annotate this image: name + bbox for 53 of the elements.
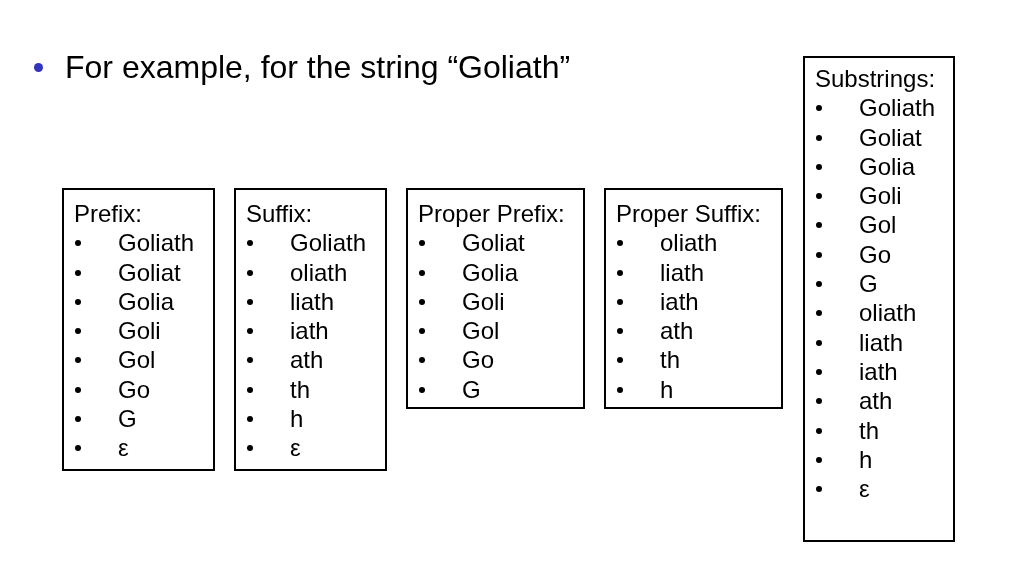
list-item: iath <box>616 286 777 317</box>
list-item: h <box>246 404 381 434</box>
list-item: oliath <box>815 298 949 328</box>
list-item: ath <box>246 345 381 375</box>
list-item: Gol <box>815 210 949 240</box>
list-item: iath <box>246 316 381 346</box>
list-item: Go <box>418 345 579 375</box>
list-item: Go <box>74 374 209 405</box>
list-item: liath <box>246 286 381 317</box>
list-item: liath <box>815 327 949 357</box>
list-box <box>604 188 783 409</box>
list-item: ath <box>815 386 949 416</box>
list-heading: Proper Suffix: <box>616 199 762 229</box>
list-item: Golia <box>74 286 209 317</box>
list-item: liath <box>616 257 777 287</box>
list-item: Goliat <box>815 122 949 152</box>
list-item: oliath <box>616 228 777 258</box>
list-item: ε <box>246 433 381 463</box>
slide-title: For example, for the string “Goliath” <box>30 49 571 85</box>
list-item: ε <box>815 474 949 504</box>
list-item: th <box>616 345 777 375</box>
list-item: Gol <box>418 316 579 346</box>
list-box <box>803 56 955 542</box>
list-item: iath <box>815 356 949 387</box>
list-item: th <box>815 415 949 445</box>
list-box <box>234 188 387 471</box>
list-item: Goliath <box>74 228 209 258</box>
list-item: ε <box>74 433 209 463</box>
list-item: G <box>74 404 209 434</box>
list-item: Goli <box>815 181 949 211</box>
list-item: Golia <box>418 257 579 287</box>
list-box <box>406 188 585 409</box>
list-item: ath <box>616 316 777 346</box>
list-item: Goli <box>418 286 579 317</box>
list-item: Gol <box>74 345 209 375</box>
list-heading: Suffix: <box>246 199 314 229</box>
list-item: Goli <box>74 316 209 346</box>
list-item: Golia <box>815 151 949 182</box>
list-item: G <box>418 374 579 405</box>
list-item: Goliath <box>246 228 381 258</box>
list-item: oliath <box>246 257 381 287</box>
list-item: h <box>616 374 777 405</box>
list-heading: Substrings: <box>815 64 937 94</box>
list-item: Go <box>815 239 949 270</box>
list-item: h <box>815 444 949 475</box>
list-item: Goliat <box>74 257 209 287</box>
list-item: G <box>815 269 949 299</box>
list-heading: Proper Prefix: <box>418 199 566 229</box>
list-item: Goliath <box>815 93 949 123</box>
list-heading: Prefix: <box>74 199 143 229</box>
list-box <box>62 188 215 471</box>
list-item: Goliat <box>418 228 579 258</box>
list-item: th <box>246 374 381 405</box>
